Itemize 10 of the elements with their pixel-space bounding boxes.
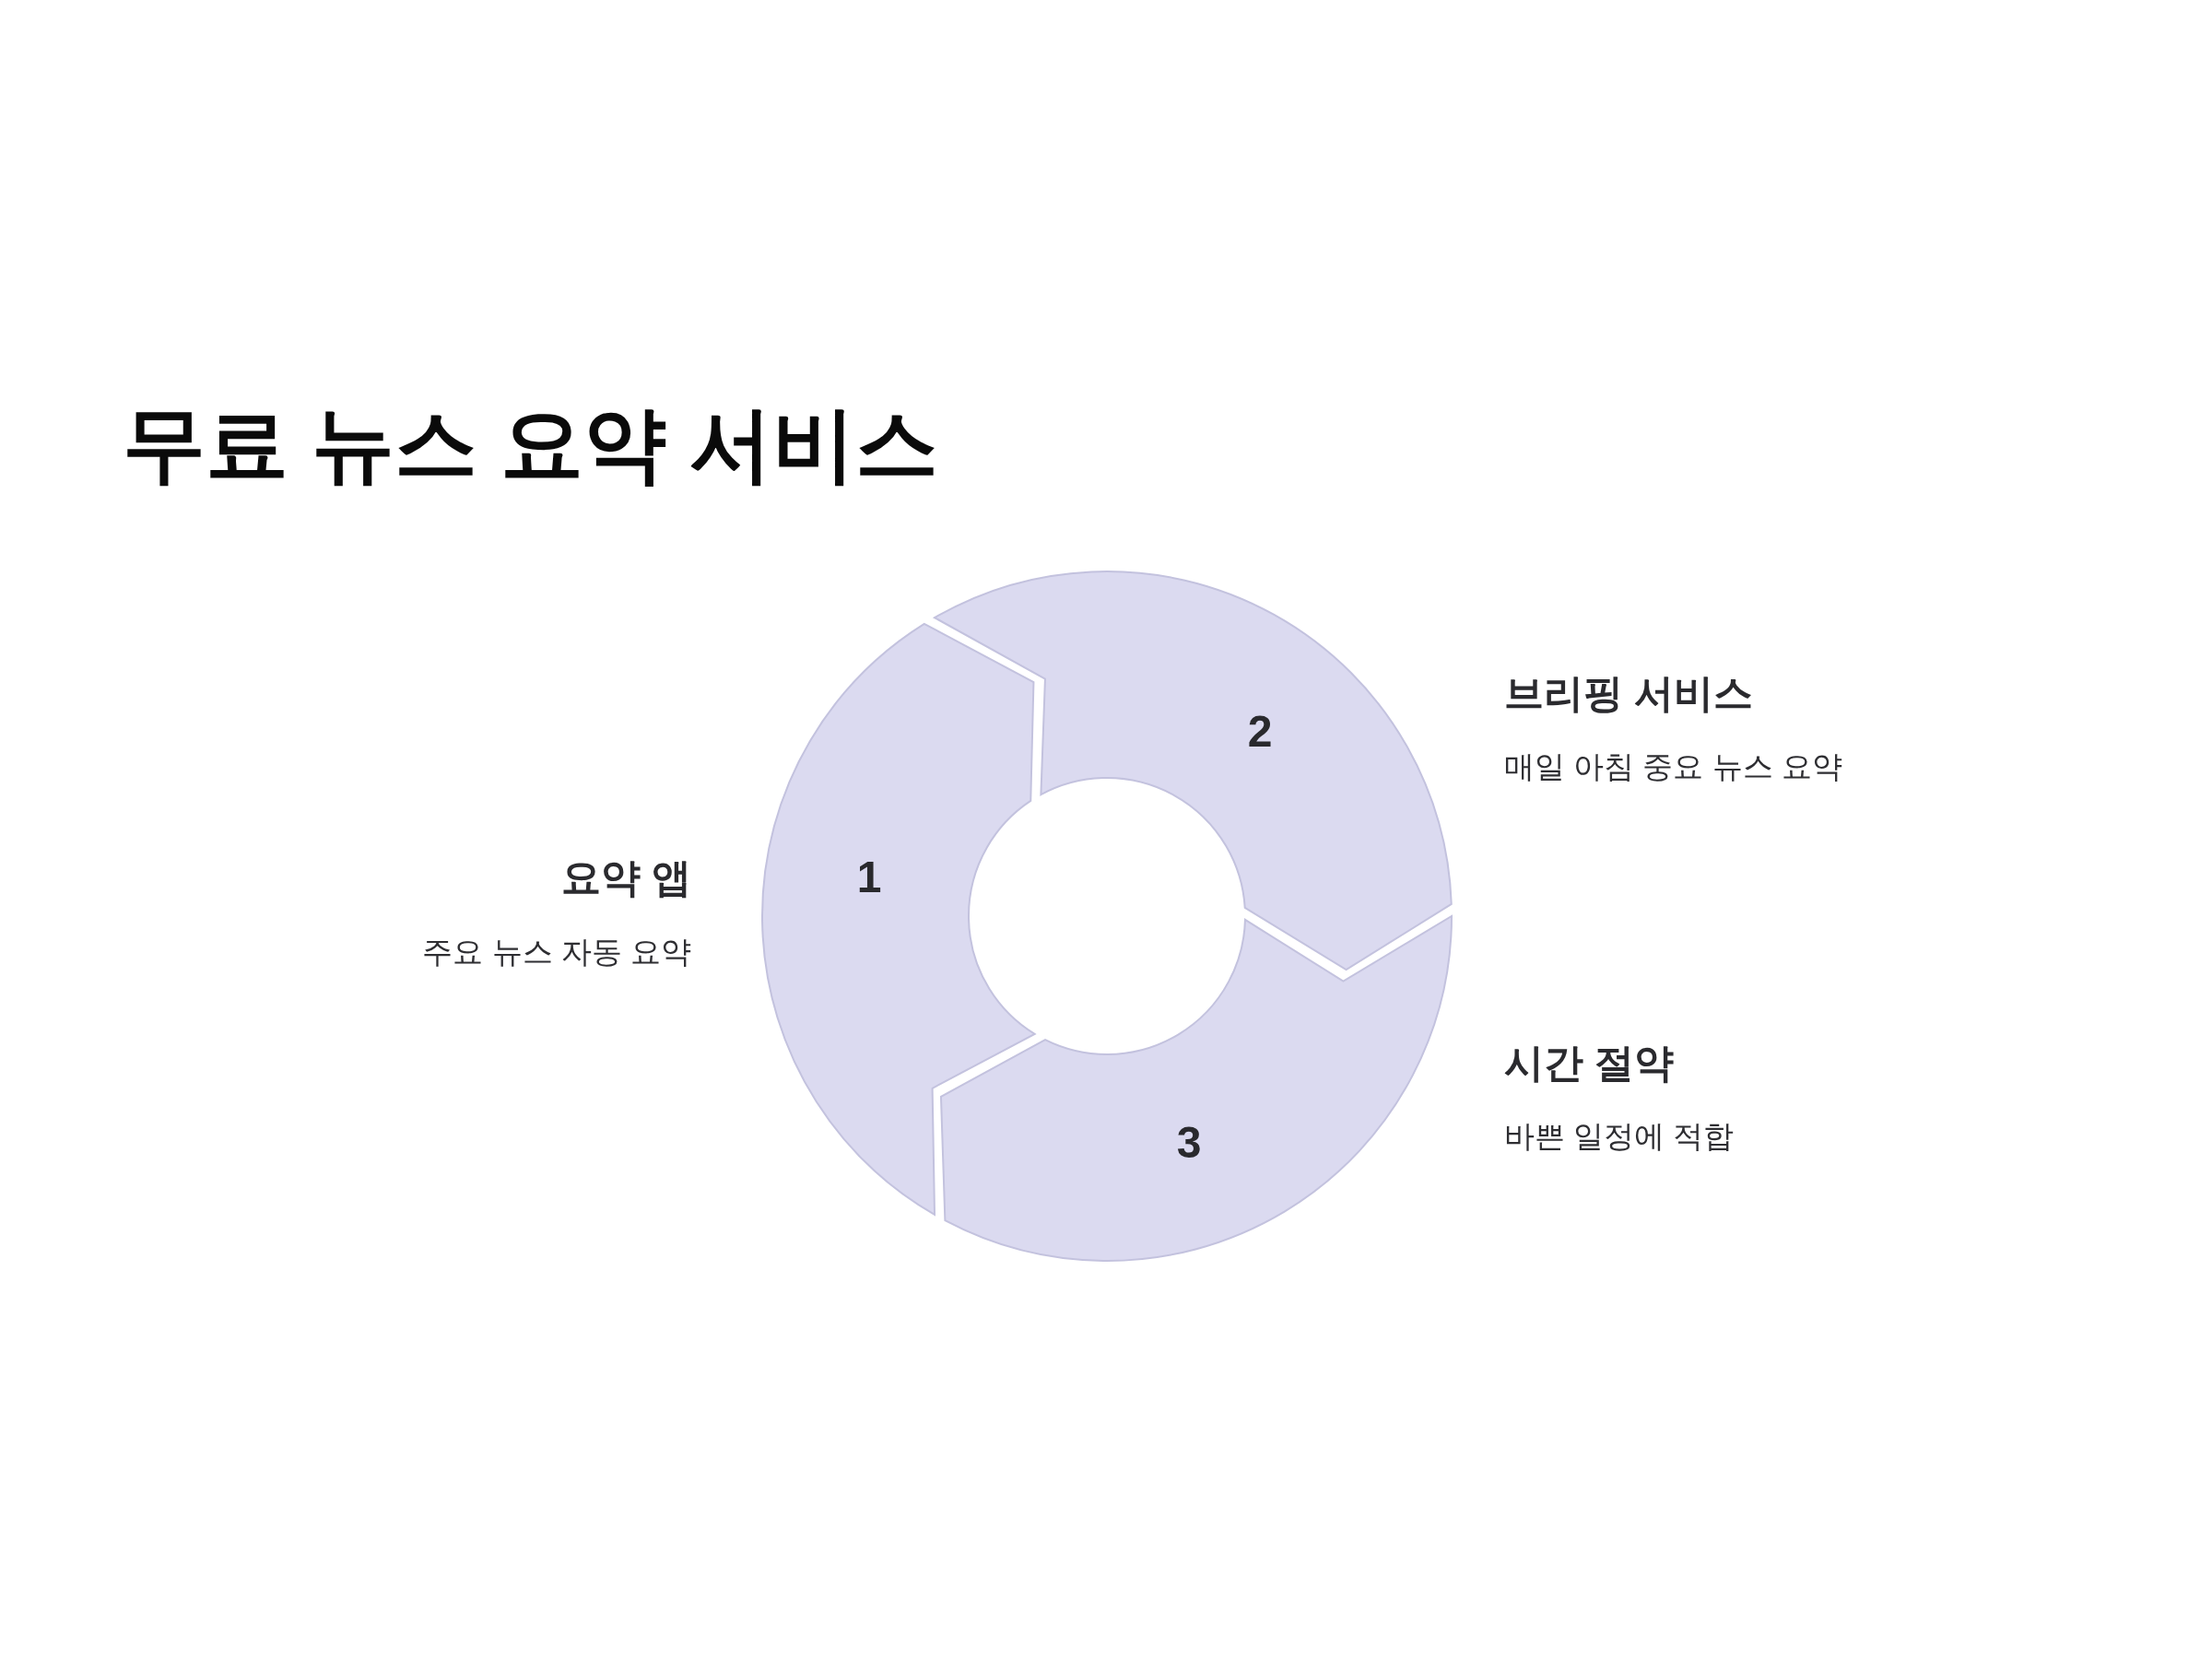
step-number: 3 [1176,1121,1202,1165]
step-heading: 시간 절약 [1504,1040,1674,1087]
title: 무료 뉴스 요약 서비스 [123,397,938,492]
step-description: 바쁜 일정에 적합 [1504,1118,1735,1155]
step-heading: 브리핑 서비스 [1504,670,1753,717]
step-number: 1 [856,855,882,900]
step-heading: 요약 앱 [561,854,691,901]
step-number: 2 [1247,710,1273,754]
step-description: 매일 아침 중요 뉴스 요약 [1504,748,1842,785]
step-description: 주요 뉴스 자동 요약 [422,934,691,971]
